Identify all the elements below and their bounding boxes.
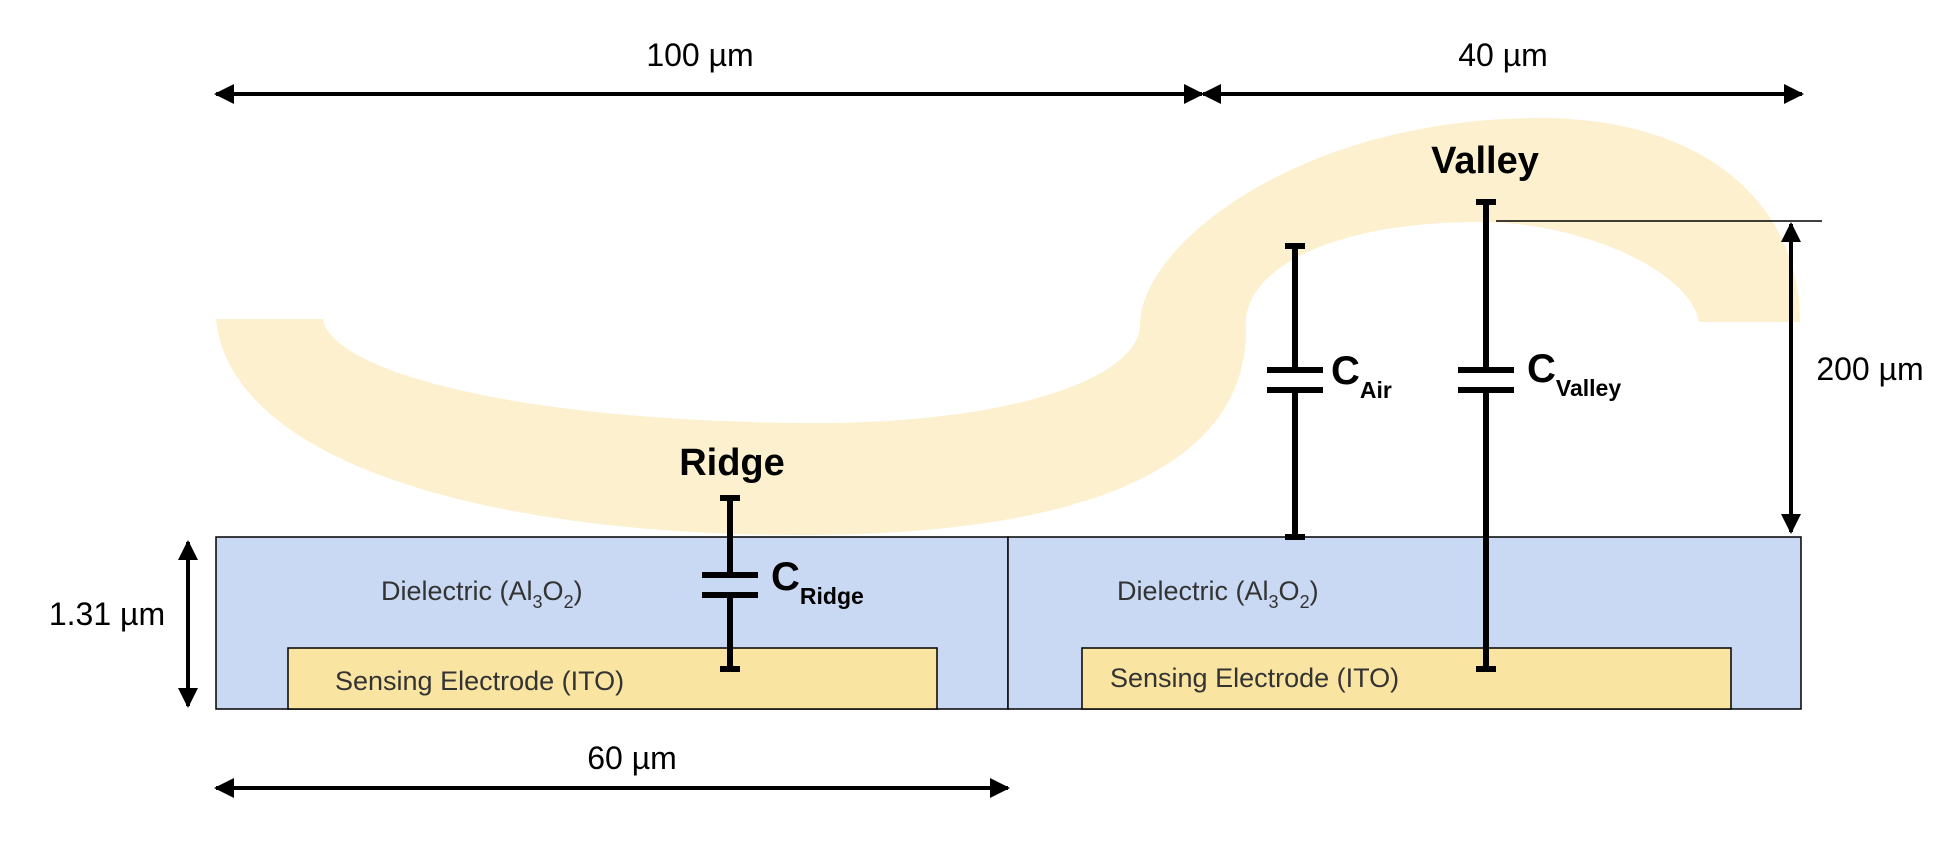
capacitor-ridge-label: CRidge xyxy=(771,555,864,609)
valley-label: Valley xyxy=(1431,140,1539,182)
capacitor-ridge xyxy=(702,495,758,672)
finger-skin-band xyxy=(216,118,1800,535)
dimension-label-40um: 40 µm xyxy=(1458,37,1548,73)
dimension-label-60um: 60 µm xyxy=(587,740,677,776)
dimension-label-1-31um: 1.31 µm xyxy=(49,596,165,632)
capacitor-valley xyxy=(1458,199,1514,672)
capacitor-air xyxy=(1267,243,1323,540)
electrode-right-label: Sensing Electrode (ITO) xyxy=(1110,663,1399,693)
capacitor-air-label: CAir xyxy=(1331,349,1392,403)
electrode-right xyxy=(1081,647,1732,710)
dimension-label-100um: 100 µm xyxy=(646,37,753,73)
dielectric-right-label: Dielectric (Al3O2) xyxy=(1117,576,1319,612)
electrode-left-label: Sensing Electrode (ITO) xyxy=(335,666,624,696)
ridge-label: Ridge xyxy=(679,442,785,484)
capacitor-valley-label: CValley xyxy=(1527,347,1621,401)
dimension-label-200um: 200 µm xyxy=(1816,351,1923,387)
dielectric-left-label: Dielectric (Al3O2) xyxy=(381,576,583,612)
electrode-left xyxy=(287,647,938,710)
